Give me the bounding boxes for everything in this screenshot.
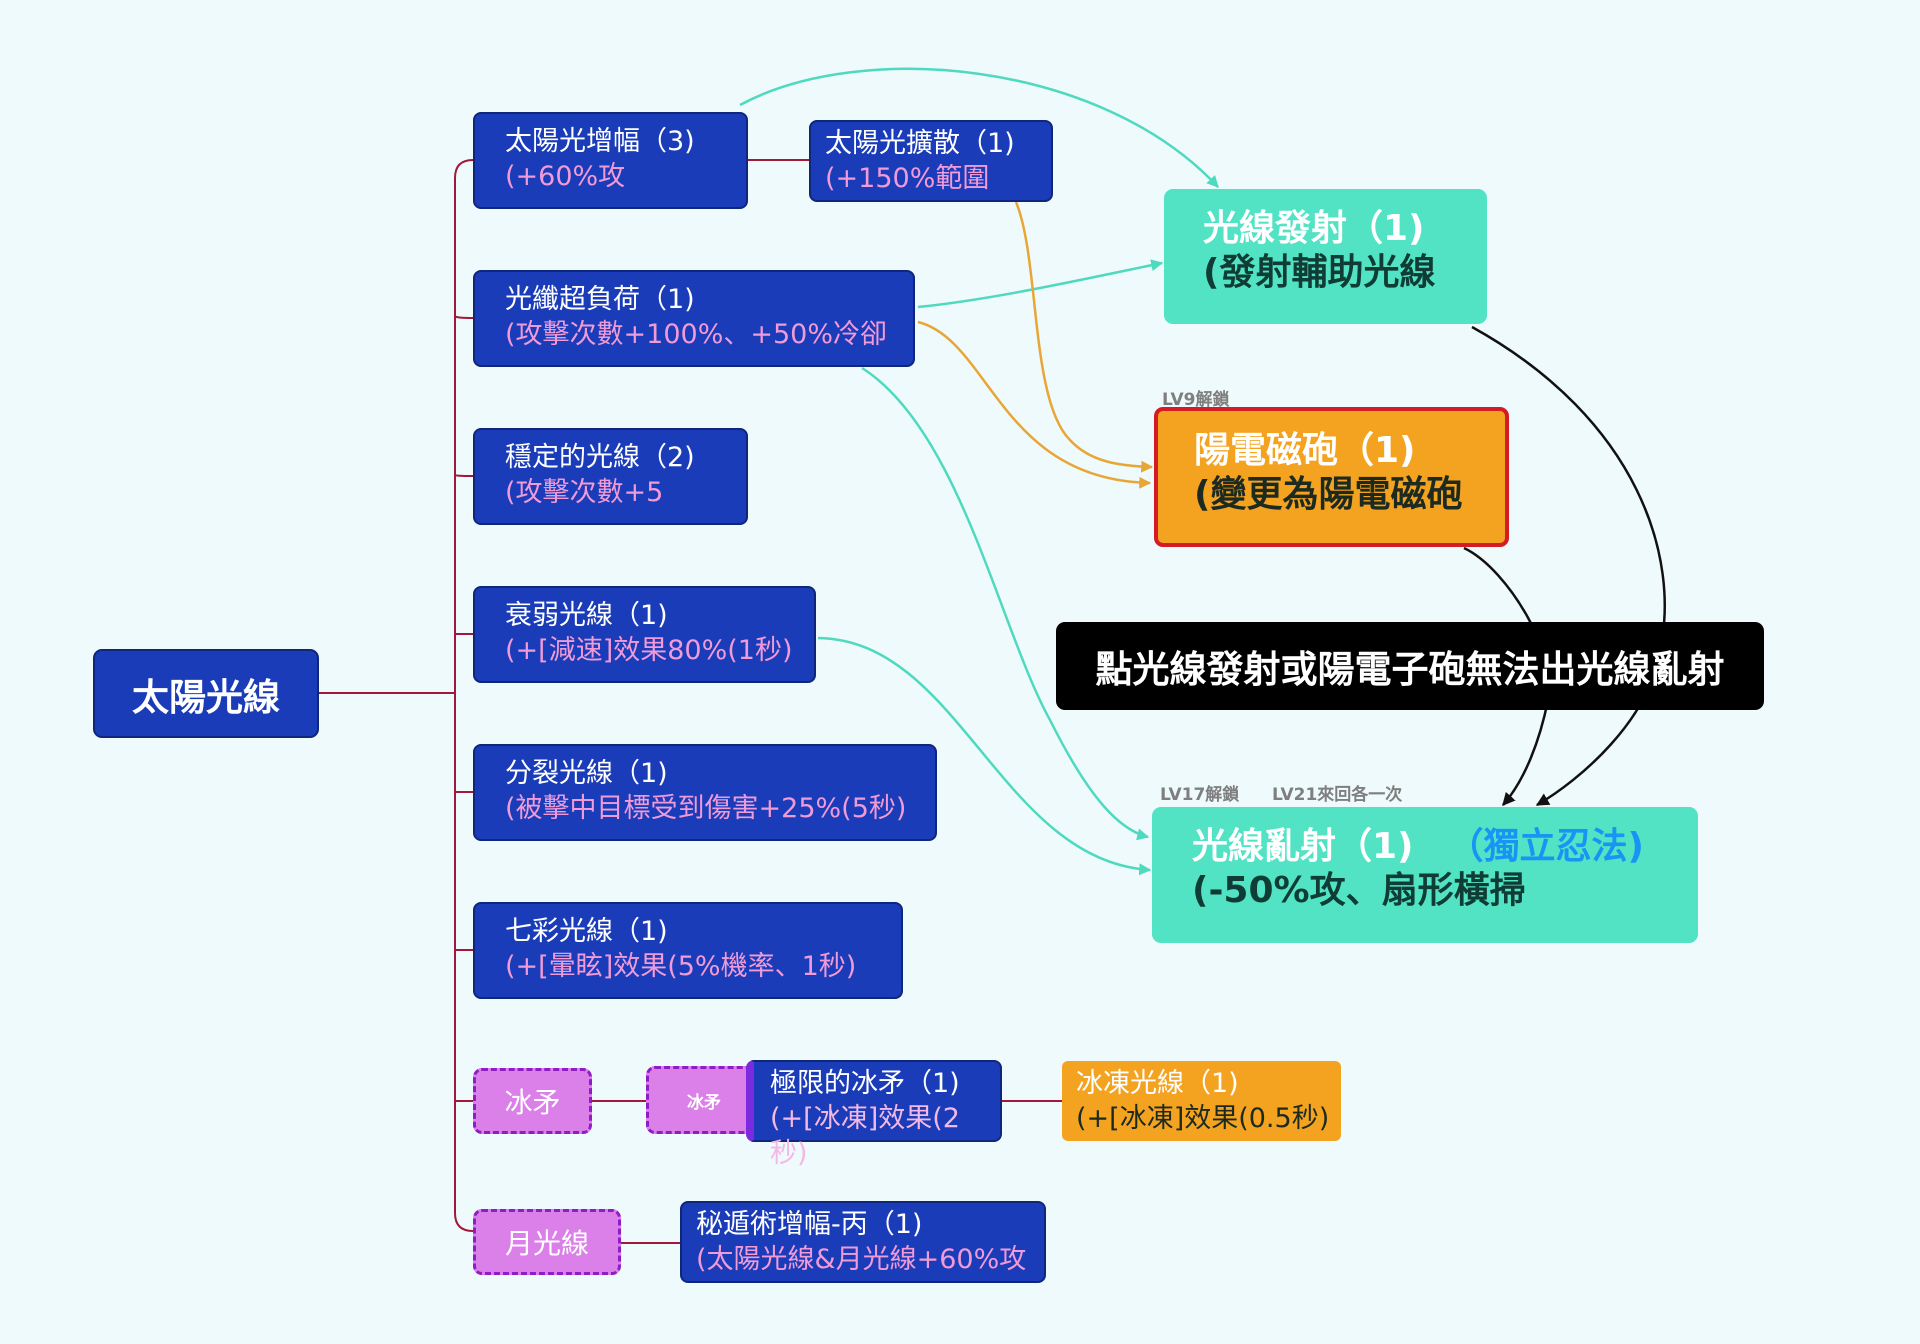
node-freeze-beam[interactable]: 冰凍光線（1) (+[冰凍]效果(0.5秒) [1062,1061,1341,1141]
node-split-beam[interactable]: 分裂光線（1) (被擊中目標受到傷害+25%(5秒) [473,744,937,841]
node-title: 秘遁術增幅-丙（1) [696,1209,923,1240]
target-railgun[interactable]: 陽電磁砲（1) (變更為陽電磁砲 [1154,407,1509,547]
ice-spear-tag-small[interactable]: 冰矛 [646,1066,762,1134]
target-title: 光線亂射（1) [1192,826,1414,867]
node-sunlight-amplify[interactable]: 太陽光增幅（3) (+60%攻 [473,112,748,209]
node-subtitle: (+60%攻 [505,161,626,192]
node-subtitle: (被擊中目標受到傷害+25%(5秒) [505,793,907,824]
black-arrows [1463,325,1666,807]
unlock-label-lv9: LV9解鎖 [1162,390,1230,410]
target-subtitle: (變更為陽電磁砲 [1194,474,1463,515]
node-title: 冰凍光線（1) [1076,1068,1239,1099]
unlock-label-lv21: LV21來回各一次 [1272,785,1403,805]
node-title: 太陽光增幅（3) [505,126,695,157]
target-beam-launch[interactable]: 光線發射（1) (發射輔助光線 [1164,189,1487,324]
node-weaken-beam[interactable]: 衰弱光線（1) (+[減速]效果80%(1秒) [473,586,816,683]
node-sunlight-spread[interactable]: 太陽光擴散（1) (+150%範圍 [809,120,1053,202]
moon-beam-tag[interactable]: 月光線 [473,1209,621,1275]
target-title-row: 光線亂射（1) （獨立忍法) [1192,825,1688,869]
target-title: 陽電磁砲（1) [1194,430,1416,471]
node-subtitle: (+[冰凍]效果(2秒) [770,1103,960,1169]
node-subtitle: (+150%範圍 [825,163,990,194]
node-subtitle: (太陽光線&月光線+60%攻 [696,1244,1027,1275]
node-subtitle: (+[暈眩]效果(5%機率、1秒) [505,951,857,982]
node-extreme-ice-spear[interactable]: 極限的冰矛（1) (+[冰凍]效果(2秒) [746,1060,1002,1169]
node-rainbow-beam[interactable]: 七彩光線（1) (+[暈眩]效果(5%機率、1秒) [473,902,903,999]
node-subtitle: (+[冰凍]效果(0.5秒) [1076,1103,1330,1134]
node-stable-beam[interactable]: 穩定的光線（2) (攻擊次數+5 [473,428,748,525]
ice-spear-tag[interactable]: 冰矛 [473,1068,592,1134]
node-subtitle: (攻擊次數+100%、+50%冷卻 [505,319,887,350]
node-fiber-overload[interactable]: 光纖超負荷（1) (攻擊次數+100%、+50%冷卻 [473,270,915,367]
node-title: 分裂光線（1) [505,758,668,789]
orange-arrows [917,201,1154,489]
root-node[interactable]: 太陽光線 [93,649,319,738]
node-title: 七彩光線（1) [505,916,668,947]
node-subtitle: (攻擊次數+5 [505,477,664,508]
node-title: 衰弱光線（1) [505,600,668,631]
note-banner: 點光線發射或陽電子砲無法出光線亂射 [1056,622,1764,710]
node-title: 穩定的光線（2) [505,442,695,473]
teal-arrows [739,67,1219,876]
node-title: 極限的冰矛（1) [770,1068,960,1099]
target-subtitle: (-50%攻、扇形橫掃 [1192,870,1526,911]
unlock-label-lv17: LV17解鎖 [1160,785,1240,805]
node-ninjutsu-amplify[interactable]: 秘遁術增幅-丙（1) (太陽光線&月光線+60%攻 [680,1201,1046,1283]
node-title: 光纖超負荷（1) [505,284,695,315]
target-title: 光線發射（1) [1203,208,1425,249]
target-title-extra: （獨立忍法) [1447,826,1644,867]
node-title: 太陽光擴散（1) [825,128,1015,159]
target-scatter-beam[interactable]: 光線亂射（1) （獨立忍法) (-50%攻、扇形橫掃 [1152,807,1698,943]
node-subtitle: (+[減速]效果80%(1秒) [505,635,793,666]
target-subtitle: (發射輔助光線 [1203,252,1436,293]
